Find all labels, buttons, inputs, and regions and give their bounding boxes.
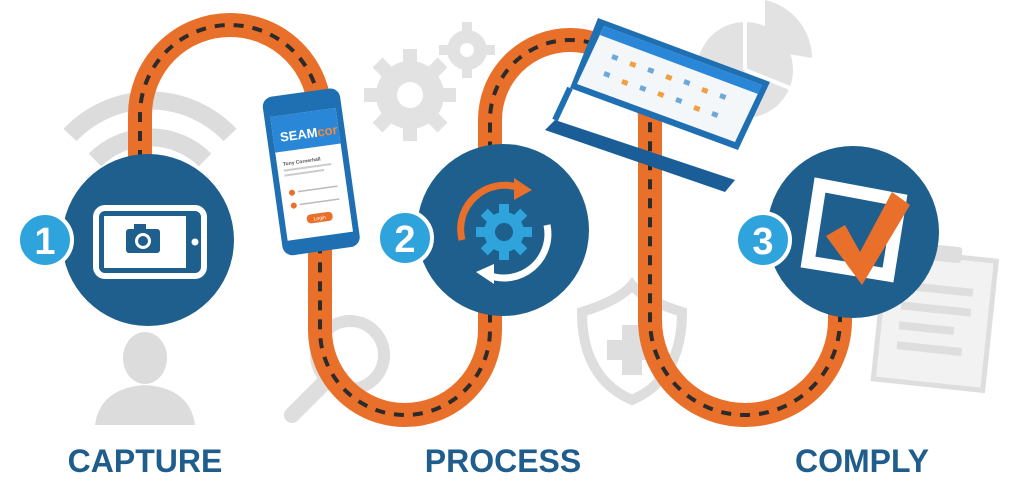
phone-login-button [306,211,333,224]
step-3: 3 COMPLY [734,146,939,479]
phone-device: SEAMcor Tony Cornerhall Login [262,88,360,256]
step-1-number: 1 [34,221,55,263]
step-2-badge [376,209,434,267]
step-2: 2 PROCESS [376,144,589,479]
shield-cross-icon [576,277,688,406]
laptop-device [545,18,770,192]
step-1-badge [16,211,74,269]
step-3-badge [734,211,792,269]
step-3-label: COMPLY [795,443,929,479]
step-1: 1 CAPTURE [16,154,234,479]
tablet-camera-icon [93,205,207,279]
step-2-number: 2 [394,219,415,261]
gears-icon [364,22,495,141]
phone-brand: SEAMcor [279,122,338,145]
step-3-number: 3 [752,221,773,263]
phone-login-label: Login [313,215,326,223]
phone-title: Tony Cornerhall [283,156,322,167]
person-icon [95,332,195,425]
checkmark-box-icon [800,177,910,285]
step-1-label: CAPTURE [68,443,223,479]
step-2-label: PROCESS [425,443,581,479]
step-3-circle [767,146,939,318]
